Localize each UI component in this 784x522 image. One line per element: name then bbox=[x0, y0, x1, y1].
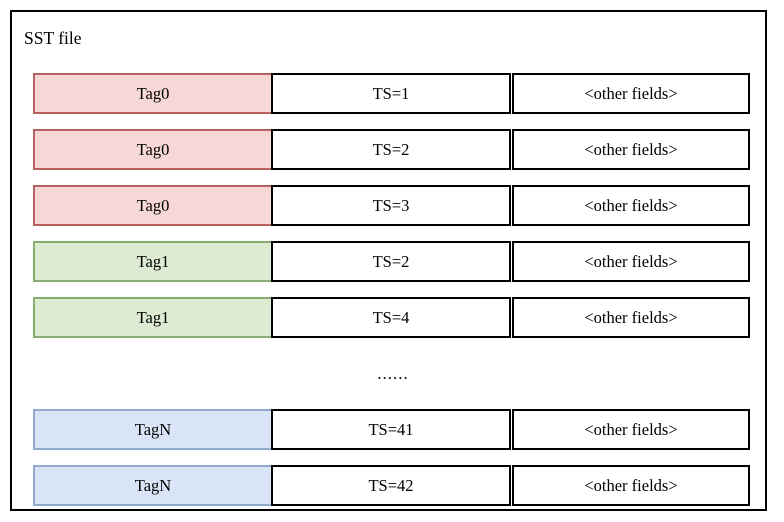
entry-tag-cell: Tag1 bbox=[33, 297, 273, 338]
sst-file-title: SST file bbox=[24, 28, 82, 48]
entry-other-fields-cell: <other fields> bbox=[512, 297, 750, 338]
entry-timestamp-cell: TS=2 bbox=[271, 241, 511, 282]
entry-tag-cell: Tag0 bbox=[33, 185, 273, 226]
entry-tag-cell: Tag0 bbox=[33, 129, 273, 170]
entry-timestamp-cell: TS=2 bbox=[271, 129, 511, 170]
entry-timestamp-cell: TS=3 bbox=[271, 185, 511, 226]
entry-tag-cell: TagN bbox=[33, 465, 273, 506]
entry-timestamp-cell: TS=41 bbox=[271, 409, 511, 450]
entry-tag-cell: Tag0 bbox=[33, 73, 273, 114]
entry-timestamp-cell: TS=42 bbox=[271, 465, 511, 506]
entry-other-fields-cell: <other fields> bbox=[512, 73, 750, 114]
entry-timestamp-cell: TS=1 bbox=[271, 73, 511, 114]
entry-other-fields-cell: <other fields> bbox=[512, 409, 750, 450]
entry-timestamp-cell: TS=4 bbox=[271, 297, 511, 338]
entry-other-fields-cell: <other fields> bbox=[512, 241, 750, 282]
entry-tag-cell: Tag1 bbox=[33, 241, 273, 282]
entry-other-fields-cell: <other fields> bbox=[512, 185, 750, 226]
entries-ellipsis-label: ...... bbox=[377, 364, 409, 383]
entry-tag-cell: TagN bbox=[33, 409, 273, 450]
entry-other-fields-cell: <other fields> bbox=[512, 129, 750, 170]
entries-ellipsis-row: ...... bbox=[33, 353, 751, 394]
entry-other-fields-cell: <other fields> bbox=[512, 465, 750, 506]
